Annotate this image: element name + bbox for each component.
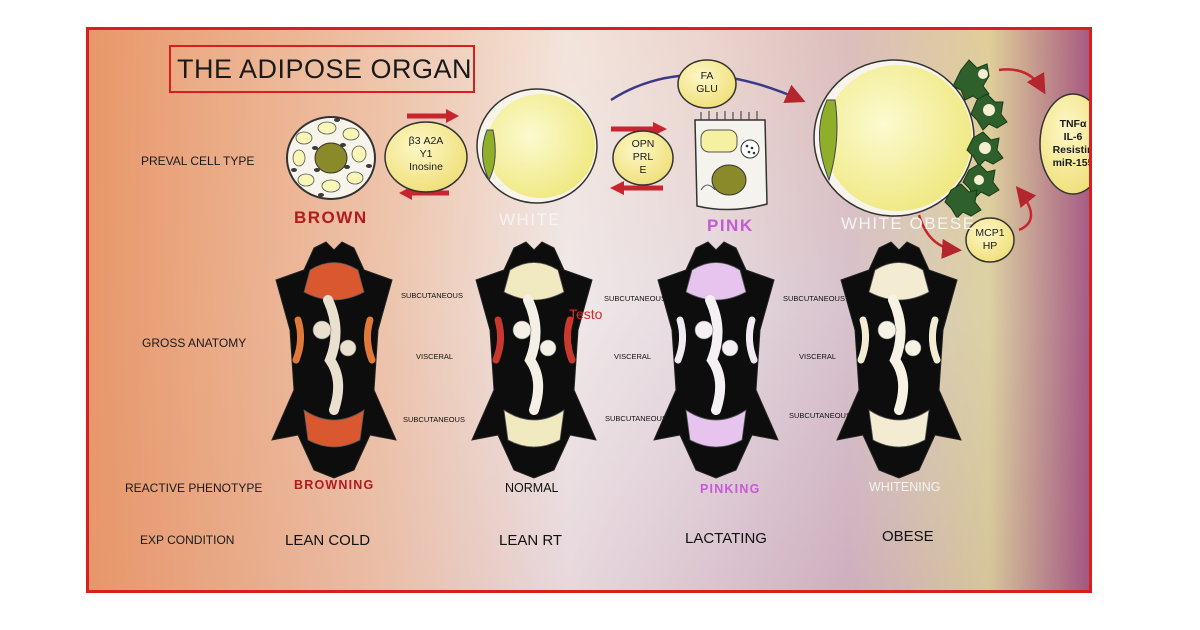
label-visceral-2: VISCERAL <box>614 352 652 361</box>
condition-lactating: LACTATING <box>685 530 767 547</box>
mcp1-line: MCP1 <box>975 227 1005 239</box>
cell-type-white: WHITE <box>499 210 562 229</box>
receptor-line-2: Y1 <box>419 148 433 160</box>
label-visceral-1: VISCERAL <box>416 352 454 361</box>
pink-factor-3: E <box>639 164 647 176</box>
mcp-bubble: MCP1 HP <box>970 227 1010 253</box>
pink-cell-icon <box>694 111 768 211</box>
fa-line: FA <box>700 70 714 82</box>
glu-line: GLU <box>696 83 718 95</box>
row-label-exp-condition: EXP CONDITION <box>140 533 235 547</box>
phenotype-normal: NORMAL <box>505 481 559 495</box>
obese-adipocyte-icon <box>813 59 975 217</box>
mouse-obese <box>836 241 962 479</box>
pink-factors-bubble-shape <box>612 130 674 186</box>
white-adipocyte-icon <box>476 88 598 204</box>
condition-obese: OBESE <box>882 528 934 545</box>
phenotype-pinking: PINKING <box>700 482 761 496</box>
label-testo: Testo <box>569 306 603 322</box>
white-pink-conversion-arrows <box>610 122 667 195</box>
label-subcutaneous-3b: SUBCUTANEOUS <box>789 411 851 420</box>
label-visceral-3: VISCERAL <box>799 352 837 361</box>
receptor-bubble-shape <box>384 121 468 193</box>
pink-factor-2: PRL <box>632 151 654 163</box>
mouse-lactating <box>653 241 779 479</box>
row-label-gross-anatomy: GROSS ANATOMY <box>142 336 247 350</box>
page-title: THE ADIPOSE ORGAN <box>177 54 473 84</box>
hp-line: HP <box>982 240 998 252</box>
diagram-artwork <box>271 59 1089 479</box>
cytokines-bubble: TNFα IL-6 Resistin miR-155 <box>1041 118 1092 170</box>
label-subcutaneous-2b: SUBCUTANEOUS <box>605 414 667 423</box>
receptor-bubble: β3 A2A Y1 Inosine <box>389 135 463 174</box>
mouse-lean-rt <box>471 241 597 479</box>
cytokines-bubble-shape <box>1039 93 1089 195</box>
condition-lean-rt: LEAN RT <box>499 532 563 549</box>
cytokine-3: Resistin <box>1052 144 1092 156</box>
cytokine-1: TNFα <box>1059 118 1087 130</box>
mouse-anatomy-silhouettes <box>271 241 962 479</box>
cell-type-pink: PINK <box>707 216 754 235</box>
phenotype-browning: BROWNING <box>294 478 375 492</box>
label-subcutaneous-1b: SUBCUTANEOUS <box>403 415 465 424</box>
row-label-cell-type: PREVAL CELL TYPE <box>141 154 255 168</box>
mouse-lean-cold <box>271 241 397 479</box>
label-subcutaneous-1a: SUBCUTANEOUS <box>401 291 463 300</box>
pink-factor-1: OPN <box>631 138 655 150</box>
brown-adipocyte-icon <box>286 116 376 200</box>
row-label-reactive-phenotype: REACTIVE PHENOTYPE <box>125 481 263 495</box>
cytokine-2: IL-6 <box>1063 131 1083 143</box>
phenotype-whitening: WHITENING <box>869 480 941 494</box>
diagram-frame: THE ADIPOSE ORGAN PREVAL CELL TYPE GROSS… <box>86 27 1092 593</box>
label-subcutaneous-2a: SUBCUTANEOUS <box>604 294 666 303</box>
cytokine-4: miR-155 <box>1052 157 1092 169</box>
title-box <box>169 45 475 93</box>
receptor-line-1: β3 A2A <box>408 135 444 147</box>
label-subcutaneous-3a: SUBCUTANEOUS <box>783 294 845 303</box>
cell-type-brown: BROWN <box>294 208 368 227</box>
condition-lean-cold: LEAN COLD <box>285 532 371 549</box>
fa-glu-bubble: FA GLU <box>685 70 729 96</box>
pink-factors-bubble: OPN PRL E <box>621 138 665 177</box>
mcp-bubble-shape <box>965 217 1015 263</box>
fa-glu-bubble-shape <box>677 59 737 109</box>
cell-type-white-obese: WHITE OBESE <box>841 214 976 233</box>
receptor-line-3: Inosine <box>409 161 443 173</box>
